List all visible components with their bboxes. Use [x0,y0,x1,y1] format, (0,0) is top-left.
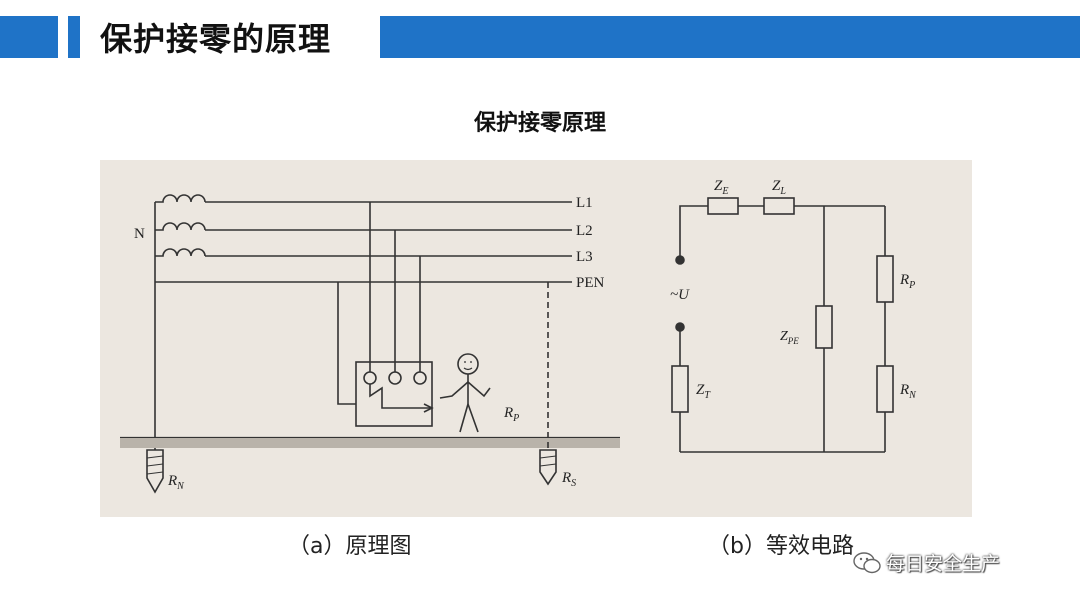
caption-b: （b）等效电路 [708,534,854,559]
fault-path [369,384,430,409]
watermark: 每日安全生产 [852,549,1000,576]
header-accent-left [0,16,58,58]
wire-left-top [679,205,708,260]
zl-label: ZL [772,178,786,197]
label-l3: L3 [576,249,593,265]
source-label: ~U [670,287,690,303]
equipment-enclosure [355,361,433,427]
scanned-figure: N L1 L2 L3 PEN RN [100,160,972,517]
ground-electrode-rn [146,449,164,494]
earth-hatch [120,438,620,448]
rn-eq-label: RN [899,382,917,401]
enclosure-pen-link [337,282,356,405]
rp-eq-label: RP [899,272,915,291]
equivalent-circuit: ZE ZL ~U ZT ZPE RP RN [670,178,917,453]
header-accent-small [68,16,80,58]
rs-label: RS [561,470,576,489]
figure-background [100,160,972,517]
page-title: 保护接零的原理 [100,20,332,58]
ze-label: ZE [714,178,728,197]
rn-label: RN [167,473,185,492]
ground-electrode-rs [539,449,557,486]
fault-arrow [423,403,434,413]
watermark-text: 每日安全生产 [886,553,1001,575]
person-figure [439,353,491,433]
transformer-windings [154,194,206,282]
caption-a: （a）原理图 [288,534,412,559]
zt-label: ZT [696,382,711,401]
label-l1: L1 [576,195,593,211]
figure-title: 保护接零原理 [473,111,606,136]
zpe-label: ZPE [780,329,799,346]
label-l2: L2 [576,223,593,239]
principle-diagram: N L1 L2 L3 PEN RN [120,194,620,494]
rp-label: RP [503,405,519,424]
wechat-icon [853,551,881,573]
header-bar-right [380,16,1080,58]
transformer-label: N [134,226,145,242]
label-pen: PEN [576,275,605,291]
source-terminal-top [675,255,685,265]
